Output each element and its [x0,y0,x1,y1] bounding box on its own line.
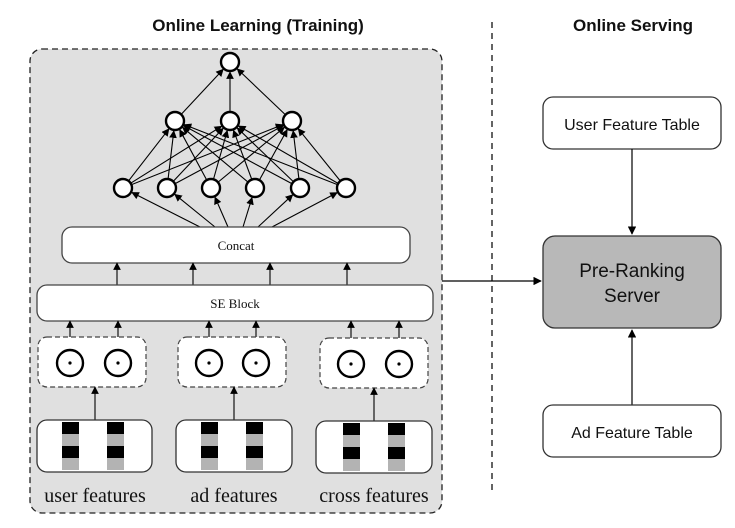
feature-bar-segment [343,435,360,447]
embedding-node-dot [349,362,353,366]
network-edge [297,128,347,189]
ad-feature-table: Ad Feature Table [542,404,722,458]
server-label-line2: Server [604,286,661,307]
feature-box [175,419,293,473]
se-block-label: SE Block [210,296,260,311]
network-edge [174,68,224,122]
feature-bar-segment [107,434,124,446]
feature-bar-segment [388,423,405,435]
network-node [200,177,222,199]
concat-to-node-arrow [214,196,229,228]
feature-bar-segment [388,447,405,459]
feature-groups: user features ad features cross features [36,320,433,507]
network-edges [122,68,347,228]
feature-bar-segment [107,422,124,434]
embedding-node-dot [116,361,120,365]
server-label-line1: Pre-Ranking [579,261,685,282]
feature-bar-segment [62,458,79,470]
feature-bar-segment [343,459,360,471]
network-node [244,177,266,199]
feature-box [36,419,153,473]
network-edge [183,125,301,189]
se-block: SE Block [36,284,434,322]
network-node [156,177,178,199]
training-panel [29,48,443,514]
network-node [335,177,357,199]
feature-bar-segment [201,434,218,446]
network-edge [179,129,212,189]
feature-group-user: user features [36,320,153,507]
feature-group-cross: cross features [315,320,433,507]
network-edge [166,125,284,189]
concat-to-node-arrow [131,192,201,228]
feature-bar-segment [107,446,124,458]
ad-feature-table-label: Ad Feature Table [571,425,693,442]
training-section-title: Online Learning (Training) [152,16,364,35]
embedding-node-dot [68,361,72,365]
feature-bar-segment [246,458,263,470]
feature-bar-segment [246,434,263,446]
feature-bar-segment [343,423,360,435]
feature-bar-segment [246,422,263,434]
network-edge [182,126,256,189]
feature-bar-segment [201,422,218,434]
feature-bar-segment [62,422,79,434]
network-nodes [112,51,357,199]
feature-group-label: cross features [319,485,429,507]
feature-bar-segment [343,447,360,459]
pre-ranking-server: Pre-Ranking Server [542,235,722,329]
network-node [281,110,303,132]
network-edge [122,123,284,189]
network-node [289,177,311,199]
network-node [164,110,186,132]
network-node [112,177,134,199]
concat-to-node-arrow [174,193,216,228]
embedding-node-dot [397,362,401,366]
user-feature-table: User Feature Table [542,96,722,150]
feature-bar-segment [388,459,405,471]
network-node [219,51,241,73]
concat-label: Concat [218,238,255,253]
feature-bar-segment [62,446,79,458]
network-edge [183,123,347,189]
feature-group-label: user features [44,485,146,507]
feature-bar-segment [201,446,218,458]
concat-block: Concat [61,226,411,264]
network-edge [236,68,293,122]
concat-to-node-arrow [257,194,294,228]
feature-bar-segment [107,458,124,470]
feature-bar-segment [246,446,263,458]
feature-bar-segment [201,458,218,470]
se-to-concat-arrows [113,262,351,285]
feature-box [315,420,433,474]
network-edge [237,125,347,189]
embedding-node-dot [207,361,211,365]
concat-to-node-arrow [242,196,254,228]
feature-bar-segment [62,434,79,446]
network-edge [232,129,256,189]
network-edge [210,126,285,189]
user-feature-table-label: User Feature Table [564,117,700,134]
feature-bar-segment [388,435,405,447]
feature-group-label: ad features [190,485,277,507]
serving-section-title: Online Serving [573,16,693,35]
embedding-node-dot [254,361,258,365]
network-edge [122,128,170,189]
network-node [219,110,241,132]
feature-group-ad: ad features [175,320,293,507]
concat-to-node-arrow [271,192,338,228]
